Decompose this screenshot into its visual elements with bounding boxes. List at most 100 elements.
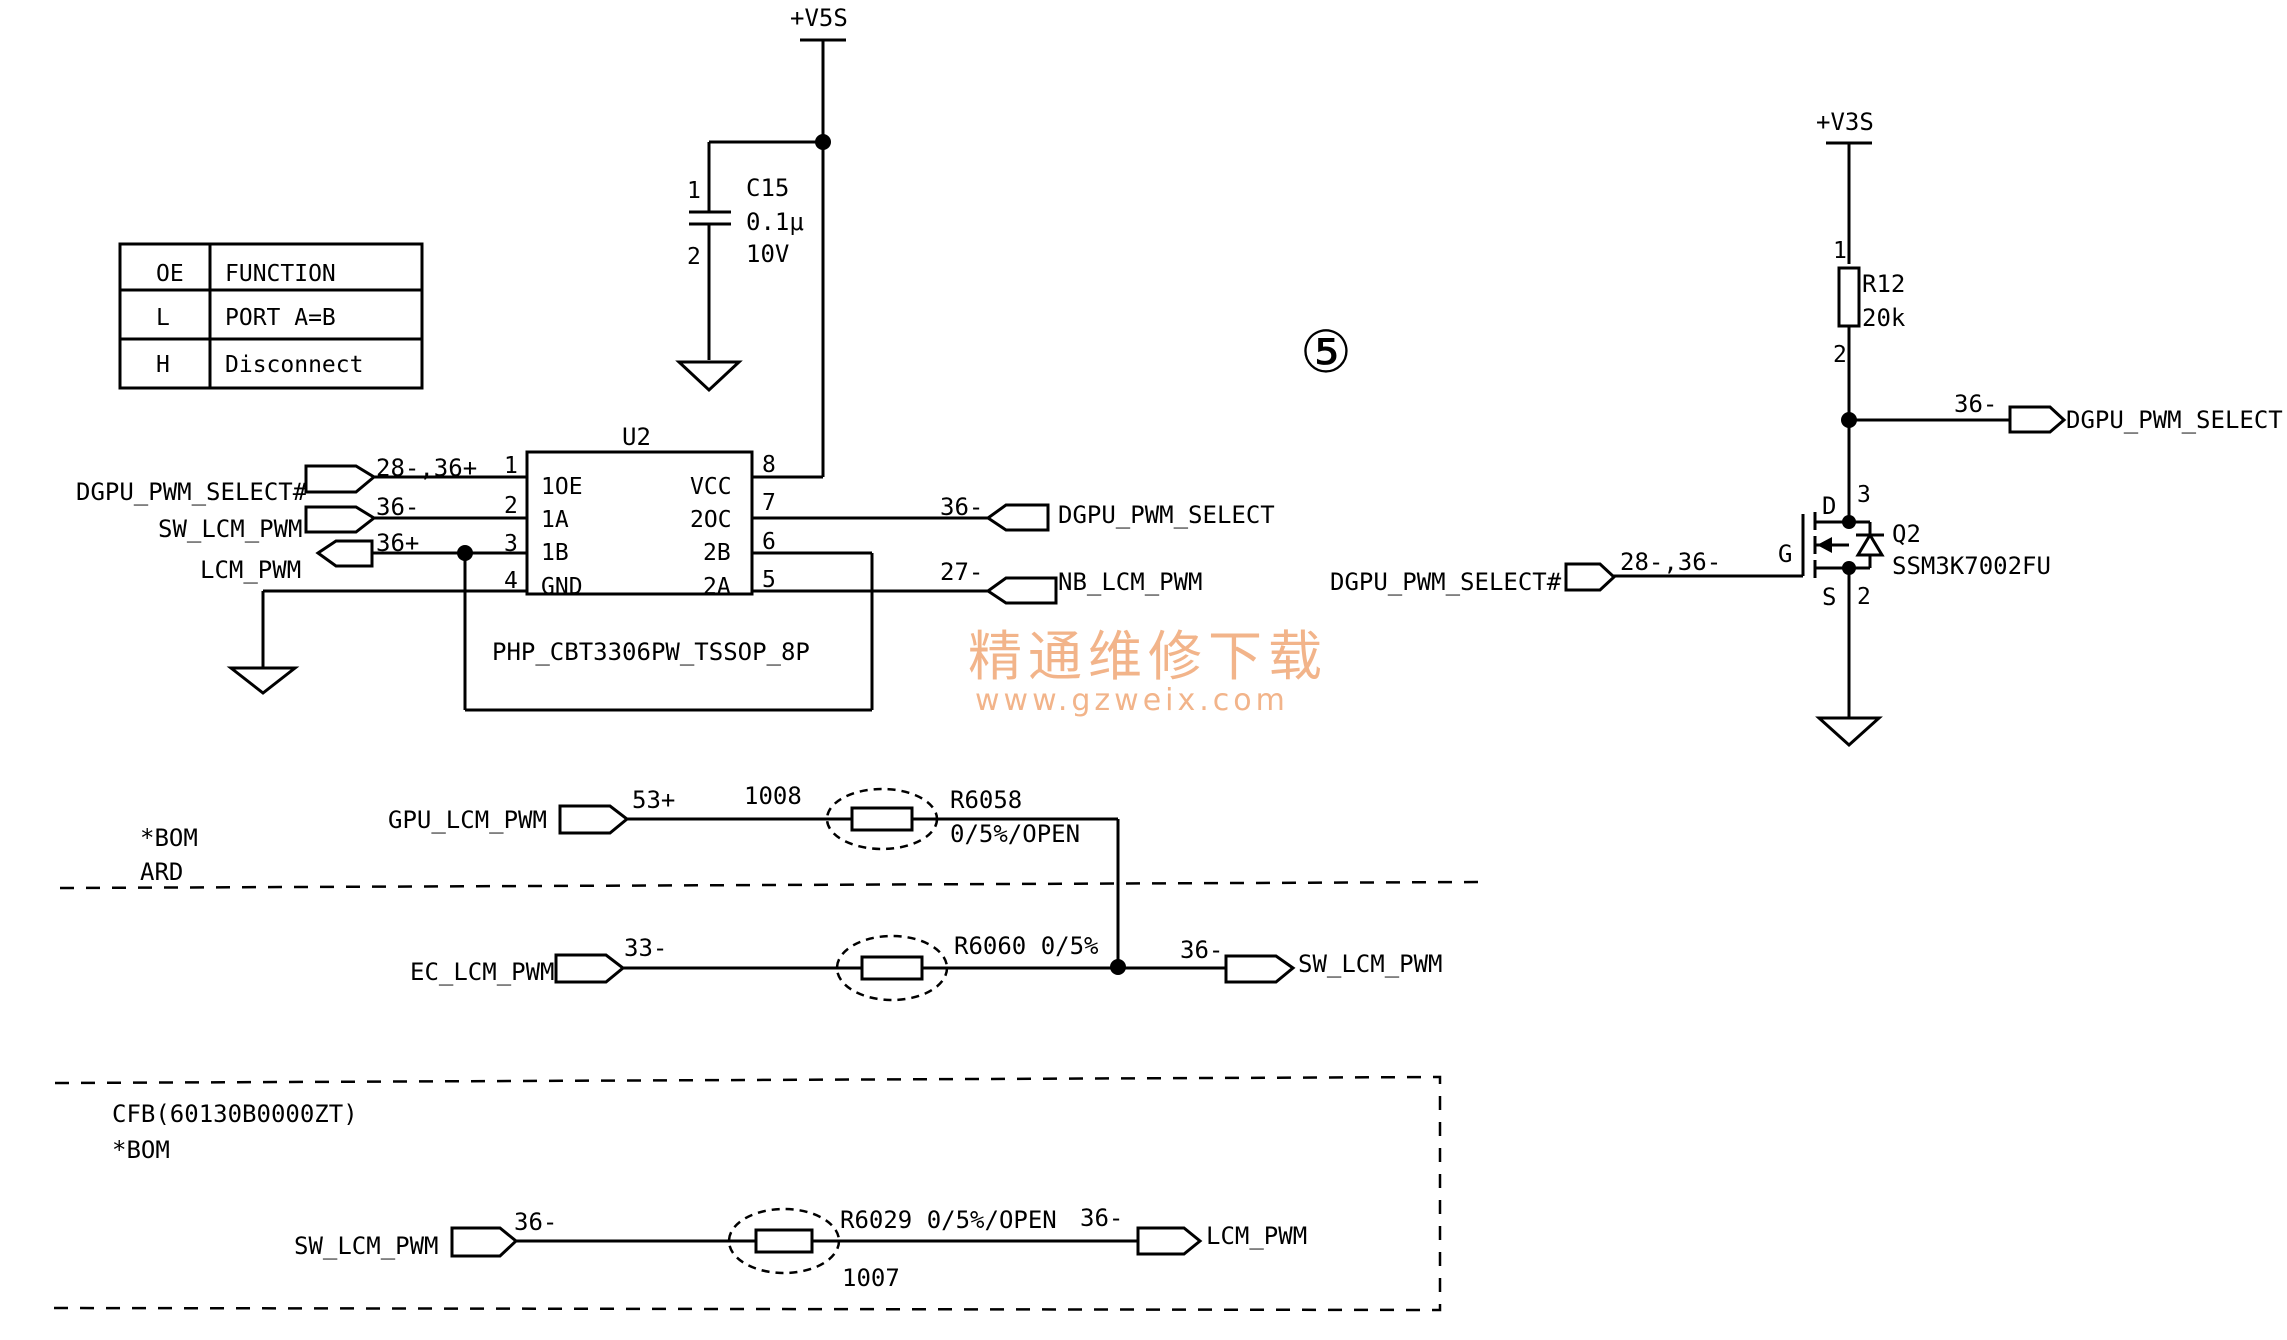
r6058-value: 0/5%/OPEN (950, 820, 1080, 848)
capacitor-c15: 1 2 C15 0.1μ 10V (687, 140, 823, 360)
net-label-lcm-pwm-cfb: LCM_PWM (1206, 1222, 1307, 1250)
u2-ground-icon (226, 666, 300, 695)
junction-dot (1842, 561, 1856, 575)
r6029-id: 1007 (842, 1264, 900, 1292)
mosfet-arrow-icon (1817, 537, 1832, 553)
offpage-connector-dgpu-pwm-select-n-q2 (1564, 562, 1617, 592)
net-ref: 36- (376, 493, 419, 521)
net-ref: 36- (1180, 936, 1223, 964)
u2-pin-name: GND (541, 574, 583, 600)
net-label-nb-lcm-pwm: NB_LCM_PWM (1058, 568, 1203, 596)
net-label-gpu-lcm-pwm: GPU_LCM_PWM (388, 806, 547, 834)
u2-pin-num: 2 (504, 493, 518, 519)
net-ref: 36- (514, 1208, 557, 1236)
net-ref: 36- (1954, 390, 1997, 418)
v5s-power-symbol: +V5S (790, 4, 848, 142)
table-cell: Disconnect (225, 352, 363, 378)
table-header-oe: OE (156, 261, 184, 287)
cfb-bom-label: *BOM (112, 1136, 170, 1164)
u2-pin-name: 1A (541, 507, 569, 533)
junction-dot (1842, 515, 1856, 529)
resistor-r12: 1 2 R12 20k (1833, 238, 1906, 420)
body-diode-icon (1855, 532, 1885, 557)
net-label-dgpu-pwm-select: DGPU_PWM_SELECT (1058, 501, 1275, 529)
offpage-connector-ec-lcm-pwm (554, 953, 626, 984)
q2-source-label: S (1822, 583, 1836, 611)
c15-voltage: 10V (746, 240, 789, 268)
u2-left-wires (261, 475, 874, 712)
c15-ground-icon (675, 360, 743, 393)
q2-gate-label: G (1778, 540, 1792, 568)
u2-chip: U2 PHP_CBT3306PW_TSSOP_8P 1OE 1A 1B GND … (492, 423, 810, 666)
u2-part: PHP_CBT3306PW_TSSOP_8P (492, 638, 810, 666)
net-ref: 28-,36- (1620, 548, 1721, 576)
offpage-connector-sw-lcm-pwm-out (1224, 954, 1296, 984)
section-divider (59, 880, 1481, 890)
net-label-dgpu-pwm-select-n: DGPU_PWM_SELECT# (76, 478, 308, 506)
u2-pin-num: 3 (504, 531, 518, 557)
v5s-to-vcc-wire (752, 142, 825, 479)
watermark-cn: 精通维修下载 (968, 625, 1328, 688)
offpage-connector-lcm-pwm (315, 539, 374, 568)
table-cell: PORT A=B (225, 305, 336, 331)
c15-value: 0.1μ (746, 208, 804, 236)
r12-ref: R12 (1862, 270, 1905, 298)
net-label-sw-lcm-pwm: SW_LCM_PWM (158, 515, 303, 543)
u2-pin-name: 1OE (541, 474, 583, 500)
net-label-sw-lcm-pwm-out: SW_LCM_PWM (1298, 950, 1443, 978)
ard-label: ARD (140, 858, 183, 886)
resistor-r6058 (850, 806, 914, 832)
u2-right-wires (752, 516, 988, 593)
q2-part: SSM3K7002FU (1892, 552, 2051, 580)
r6060-label: R6060 0/5% (954, 932, 1099, 960)
u2-pin-num: 4 (504, 568, 518, 594)
c15-pin2: 2 (687, 244, 701, 270)
page-marker: ⑤ (1300, 318, 1352, 386)
table-cell: H (156, 352, 170, 378)
net-ref: 36+ (376, 529, 419, 557)
table-header-function: FUNCTION (225, 261, 336, 287)
cfb-label: CFB(60130B0000ZT) (112, 1100, 358, 1128)
net-label-sw-lcm-pwm-cfb: SW_LCM_PWM (294, 1232, 439, 1260)
net-label-dgpu-pwm-select-out: DGPU_PWM_SELECT (2066, 406, 2283, 434)
u2-pin-name: VCC (690, 474, 732, 500)
offpage-connector-dgpu-pwm-select-out (2008, 405, 2067, 434)
net-ref: 36- (940, 493, 983, 521)
offpage-connector-sw-lcm-pwm-cfb (450, 1226, 519, 1258)
r6058-ref: R6058 (950, 786, 1022, 814)
r6029-label: R6029 0/5%/OPEN (840, 1206, 1057, 1234)
net-label-ec-lcm-pwm: EC_LCM_PWM (410, 958, 555, 986)
u2-pin-num: 5 (762, 567, 776, 593)
watermark-url: www.gzweix.com (975, 683, 1289, 718)
u2-pin-num: 1 (504, 453, 518, 479)
r12-pin2: 2 (1833, 342, 1847, 368)
u2-pin-num: 7 (762, 490, 776, 516)
bom-label: *BOM (140, 824, 198, 852)
net-ref: 33- (624, 934, 667, 962)
truth-table: OE FUNCTION L PORT A=B H Disconnect (118, 242, 424, 390)
offpage-connector-dgpu-pwm-select (985, 503, 1050, 532)
net-ref: 28-,36+ (376, 454, 477, 482)
net-ref: 36- (1080, 1204, 1123, 1232)
net-id: 1008 (744, 782, 802, 810)
c15-ref: C15 (746, 174, 789, 202)
resistor-r6060 (860, 955, 924, 981)
q2-ref: Q2 (1892, 520, 1921, 548)
q2-ground-icon (1815, 716, 1883, 748)
u2-pin-name: 2B (703, 540, 731, 566)
u2-pin-name: 2A (703, 574, 731, 600)
r12-value: 20k (1862, 304, 1906, 332)
offpage-connector-nb-lcm-pwm (985, 576, 1058, 605)
q2-pin-d: 3 (1857, 482, 1871, 508)
junction-dot (1110, 959, 1126, 975)
u2-pin-name: 2OC (690, 507, 732, 533)
junction-dot (457, 545, 473, 561)
u2-pin-name: 1B (541, 540, 569, 566)
offpage-connector-dgpu-pwm-select-n (304, 464, 377, 494)
resistor-r6029 (754, 1228, 814, 1254)
u2-pin-num: 6 (762, 529, 776, 555)
mosfet-q2: D S G 3 2 Q2 SSM3K7002FU (1612, 420, 2051, 718)
offpage-connector-lcm-pwm-cfb (1136, 1226, 1203, 1256)
net-ref: 53+ (632, 786, 675, 814)
